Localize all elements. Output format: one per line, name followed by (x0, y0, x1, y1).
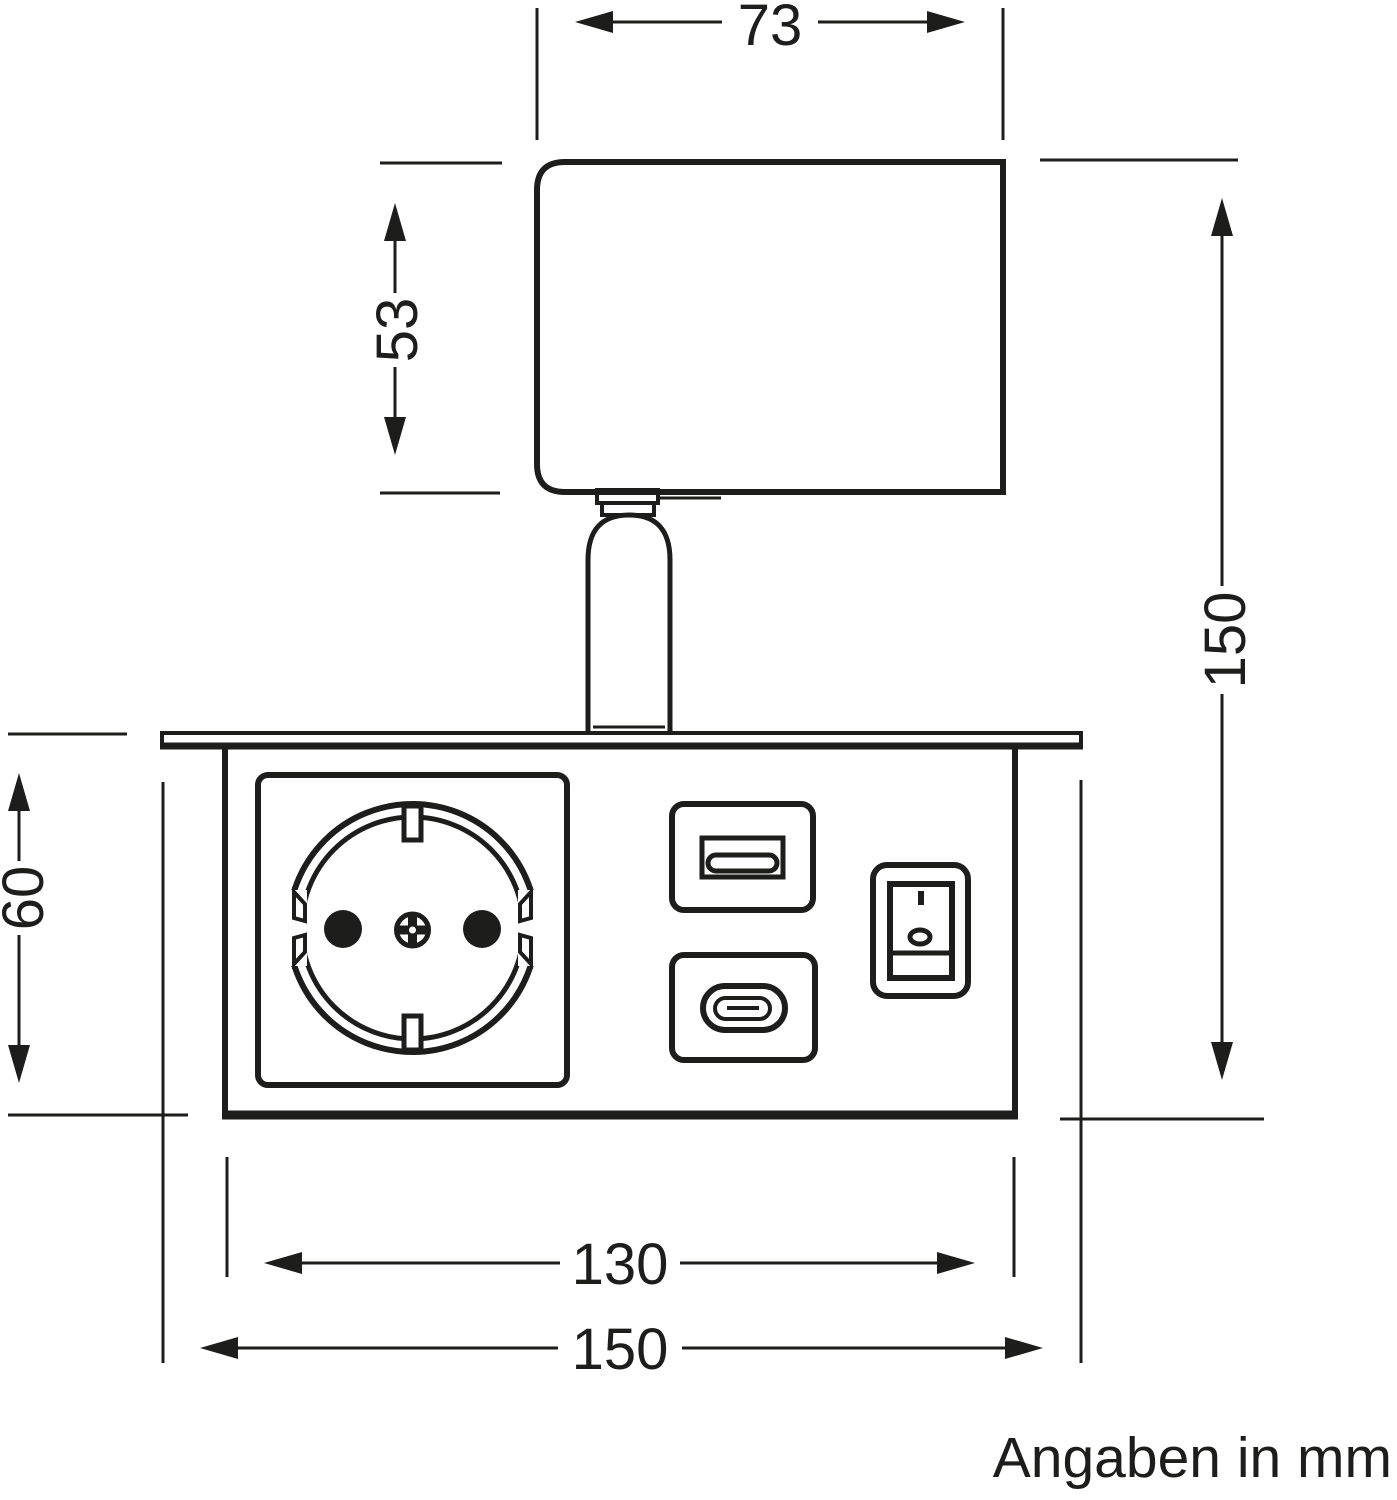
schuko-socket (255, 772, 570, 1088)
dimension-shade-height: 53 (365, 161, 502, 495)
dimension-panel-width: 130 (225, 1157, 1016, 1297)
socket-top-notch (401, 803, 424, 843)
pin-hole-left (324, 910, 362, 948)
units-note: Angaben in mm (993, 1426, 1392, 1490)
arrowhead-left (575, 11, 613, 33)
mounting-plate (160, 731, 1083, 750)
usb-a-port (669, 801, 816, 913)
socket-bottom-notch (401, 1013, 424, 1053)
dimension-total-width: 150 (161, 780, 1083, 1382)
usb-a-receptacle (699, 835, 786, 880)
arrowhead-down (384, 417, 406, 455)
socket-panel (222, 748, 1018, 1120)
arrowhead-down (8, 1045, 30, 1083)
usb-c-port (669, 952, 818, 1063)
earth-clip-left-bottom (292, 932, 307, 970)
arrowhead-down (1211, 1042, 1233, 1080)
dimension-panel-height: 60 (0, 732, 188, 1117)
earth-clip-right-bottom (518, 932, 533, 970)
arrowhead-left (200, 1337, 238, 1359)
lamp-stem (585, 512, 673, 733)
usb-c-tongue (713, 996, 772, 1021)
switch-rocker (887, 881, 955, 981)
usb-a-tongue (705, 852, 780, 874)
dimension-label: 130 (572, 1232, 669, 1297)
dimension-label: 60 (0, 866, 56, 931)
switch-frame (870, 862, 971, 999)
screw (394, 911, 431, 949)
arrowhead-left (264, 1252, 302, 1274)
dimension-label: 73 (738, 0, 803, 58)
arrowhead-right (937, 1252, 975, 1274)
dimension-total-height: 150 (1040, 158, 1264, 1121)
rocker-switch (870, 862, 971, 999)
usb-c-frame (669, 952, 818, 1063)
lamp (534, 159, 1006, 733)
usb-a-frame (669, 801, 816, 913)
dimension-label: 53 (365, 298, 430, 363)
arrowhead-up (8, 773, 30, 811)
arrowhead-up (1211, 198, 1233, 236)
dimension-label: 150 (1193, 592, 1258, 689)
usb-c-receptacle (700, 983, 788, 1033)
lamp-shade (534, 159, 1006, 495)
dimension-shade-width: 73 (535, 0, 1005, 140)
socket-frame (255, 772, 570, 1088)
dimension-label: 150 (572, 1317, 669, 1382)
arrowhead-up (384, 203, 406, 241)
arrowhead-right (927, 11, 965, 33)
screw-head (394, 911, 431, 949)
earth-clip-right-top (518, 886, 533, 924)
earth-clip-left-top (292, 886, 307, 924)
switch-off-mark (907, 927, 933, 947)
pin-hole-right (463, 910, 501, 948)
screw-cross-center (409, 926, 416, 934)
arrowhead-right (1005, 1337, 1043, 1359)
